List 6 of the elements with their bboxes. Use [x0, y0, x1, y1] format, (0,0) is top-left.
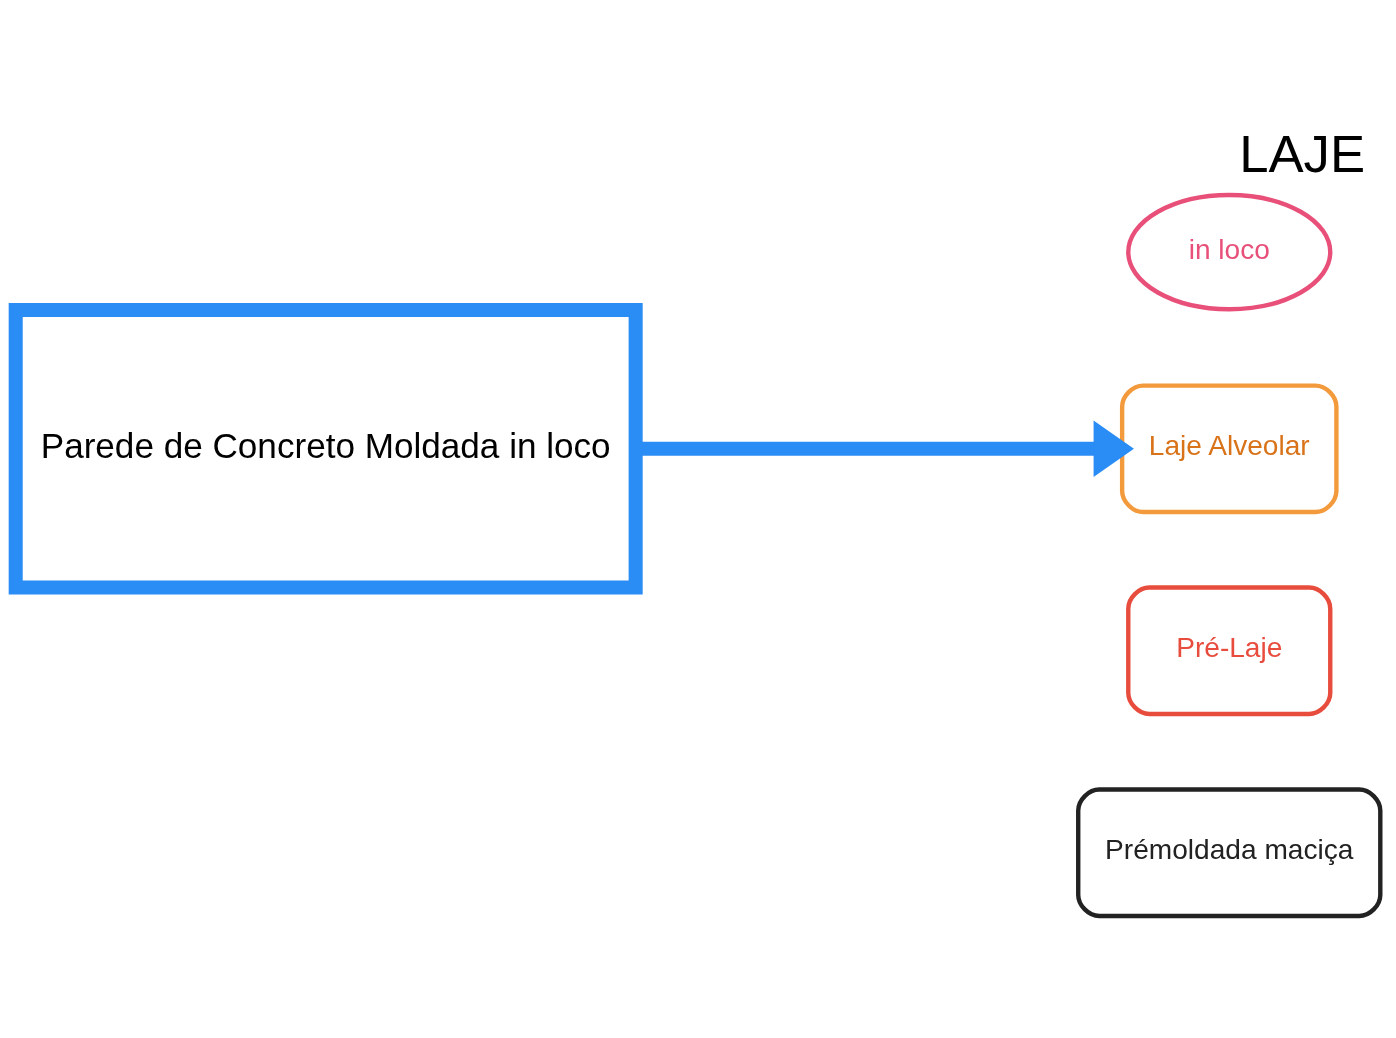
diagram-title: LAJE [1239, 123, 1366, 183]
node-ellipse: in loco [1126, 192, 1333, 311]
node-box: Pré-Laje [1126, 584, 1333, 716]
node-box: Parede de Concreto Moldada in loco [8, 302, 643, 595]
node-box: Laje Alveolar [1119, 382, 1339, 514]
node-box: Prémoldada maciça [1076, 786, 1383, 918]
